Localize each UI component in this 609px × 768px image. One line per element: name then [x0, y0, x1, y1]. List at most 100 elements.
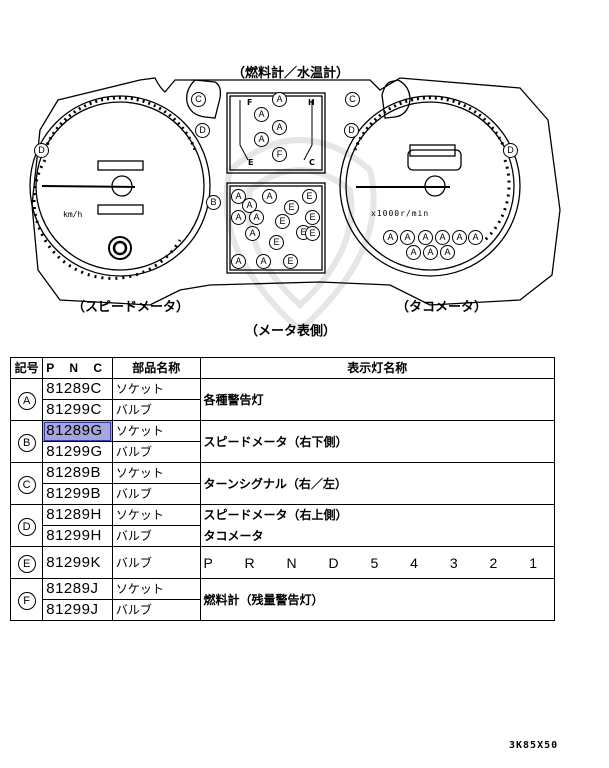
pnc-cell[interactable]: 81299G	[42, 441, 113, 463]
marker-d-icon: D	[503, 143, 518, 158]
instrument-cluster-diagram	[29, 77, 561, 335]
marker-d-icon: D	[344, 123, 359, 138]
tachometer-caption: （タコメータ）	[396, 300, 488, 315]
table-row: 81299H バルブ タコメータ	[11, 525, 556, 547]
marker-a-icon: A	[231, 189, 246, 204]
marker-a-icon: A	[256, 254, 271, 269]
marker-c-icon: C	[191, 92, 206, 107]
part-name-cell: ソケット	[111, 578, 201, 600]
temp-hot-label: H	[308, 98, 315, 107]
fuel-empty-label: E	[248, 158, 254, 167]
part-name-cell: ソケット	[111, 420, 201, 442]
figure-code: 3K85X50	[509, 740, 559, 751]
table-row: F 81289J ソケット 燃料計（残量警告灯）	[9, 578, 556, 621]
part-name-cell: バルブ	[111, 546, 201, 579]
table-row: D 81289H ソケット スピードメータ（右上側）	[9, 504, 556, 547]
marker-e-icon: E	[305, 226, 320, 241]
pnc-cell[interactable]: 81299K	[42, 546, 113, 579]
table-row: 81299J バルブ	[11, 599, 555, 621]
marker-d-icon: D	[34, 143, 49, 158]
marker-a-icon: A	[418, 230, 433, 245]
marker-a-icon: A	[383, 230, 398, 245]
marker-a-icon: A	[272, 92, 287, 107]
pnc-cell[interactable]: 81299C	[42, 399, 113, 421]
fuel-full-label: F	[247, 98, 253, 107]
part-name-cell: ソケット	[111, 462, 201, 484]
marker-f-icon: F	[272, 147, 287, 162]
part-name-cell: ソケット	[111, 378, 201, 400]
marker-a-icon: A	[245, 226, 260, 241]
marker-b-icon: B	[206, 195, 221, 210]
part-name-cell: ソケット	[111, 504, 201, 526]
pnc-cell-highlighted[interactable]: 81289G	[42, 420, 113, 442]
part-name-cell: バルブ	[111, 441, 201, 463]
parts-table: 記号 P N C 部品名称 表示灯名称 A 81289C ソケット 各種警告灯 …	[9, 357, 556, 621]
lamp-name-cell: タコメータ	[199, 525, 556, 547]
watermark-emblem	[223, 137, 377, 335]
marker-a-icon: A	[406, 245, 421, 260]
table-row: E 81299K バルブ P R N D 5 4 3 2 1	[9, 546, 556, 579]
header-lamp-name: 表示灯名称	[199, 357, 556, 379]
marker-a-icon: A	[254, 107, 269, 122]
marker-b-icon: B	[17, 434, 36, 452]
header-part-name: 部品名称	[111, 357, 201, 379]
marker-a-icon: A	[435, 230, 450, 245]
marker-e-icon: E	[17, 555, 36, 573]
marker-f-icon: F	[17, 592, 36, 610]
lamp-name-cell: 各種警告灯	[199, 378, 556, 421]
pnc-cell[interactable]: 81289J	[42, 578, 113, 600]
pnc-cell[interactable]: 81299B	[42, 483, 113, 505]
header-code: 記号	[9, 357, 44, 379]
pnc-cell[interactable]: 81289H	[42, 504, 113, 526]
marker-a-icon: A	[440, 245, 455, 260]
header-pnc: P N C	[42, 357, 113, 379]
temp-cold-label: C	[309, 158, 315, 167]
marker-a-icon: A	[254, 132, 269, 147]
marker-d-icon: D	[17, 518, 36, 536]
code-cell-e: E	[9, 546, 44, 579]
marker-a-icon: A	[231, 210, 246, 225]
table-header-row: 記号 P N C 部品名称 表示灯名称	[9, 357, 556, 379]
marker-a-icon: A	[262, 189, 277, 204]
code-cell-d: D	[9, 504, 44, 547]
part-name-cell: バルブ	[111, 599, 201, 621]
marker-e-icon: E	[284, 200, 299, 215]
pnc-cell[interactable]: 81289C	[42, 378, 113, 400]
marker-a-icon: A	[452, 230, 467, 245]
meter-front-caption: （メータ表側）	[245, 324, 337, 339]
marker-e-icon: E	[305, 210, 320, 225]
marker-e-icon: E	[283, 254, 298, 269]
lamp-name-cell: スピードメータ（右上側）	[199, 504, 556, 526]
code-cell-a: A	[9, 378, 44, 421]
lamp-name-cell: P R N D 5 4 3 2 1	[199, 546, 556, 579]
marker-e-icon: E	[269, 235, 284, 250]
table-row: 81299C バルブ	[11, 399, 555, 421]
table-row: 81299G バルブ	[11, 441, 555, 463]
pnc-cell[interactable]: 81289B	[42, 462, 113, 484]
marker-a-icon: A	[249, 210, 264, 225]
part-name-cell: バルブ	[111, 483, 201, 505]
fuel-temp-caption: （燃料計／水温計）	[232, 66, 350, 81]
lamp-name-cell: 燃料計（残量警告灯）	[199, 578, 556, 621]
table-row: A 81289C ソケット 各種警告灯	[9, 378, 556, 421]
lamp-name-cell: ターンシグナル（右／左）	[199, 462, 556, 505]
marker-e-icon: E	[302, 189, 317, 204]
part-name-cell: バルブ	[111, 525, 201, 547]
marker-a-icon: A	[400, 230, 415, 245]
part-name-cell: バルブ	[111, 399, 201, 421]
pnc-cell[interactable]: 81299J	[42, 599, 113, 621]
marker-c-icon: C	[17, 476, 36, 494]
speedometer-caption: （スピードメータ）	[72, 300, 190, 315]
pnc-cell[interactable]: 81299H	[42, 525, 113, 547]
marker-a-icon: A	[231, 254, 246, 269]
table-row: B 81289G ソケット スピードメータ（右下側）	[9, 420, 556, 463]
tach-unit-label: x1000r/min	[371, 209, 430, 218]
table-row: 81299B バルブ	[11, 483, 555, 505]
marker-a-icon: A	[17, 392, 36, 410]
marker-a-icon: A	[423, 245, 438, 260]
code-cell-f: F	[9, 578, 44, 621]
marker-a-icon: A	[272, 120, 287, 135]
code-cell-c: C	[9, 462, 44, 505]
marker-d-icon: D	[195, 123, 210, 138]
table-row: C 81289B ソケット ターンシグナル（右／左）	[9, 462, 556, 505]
